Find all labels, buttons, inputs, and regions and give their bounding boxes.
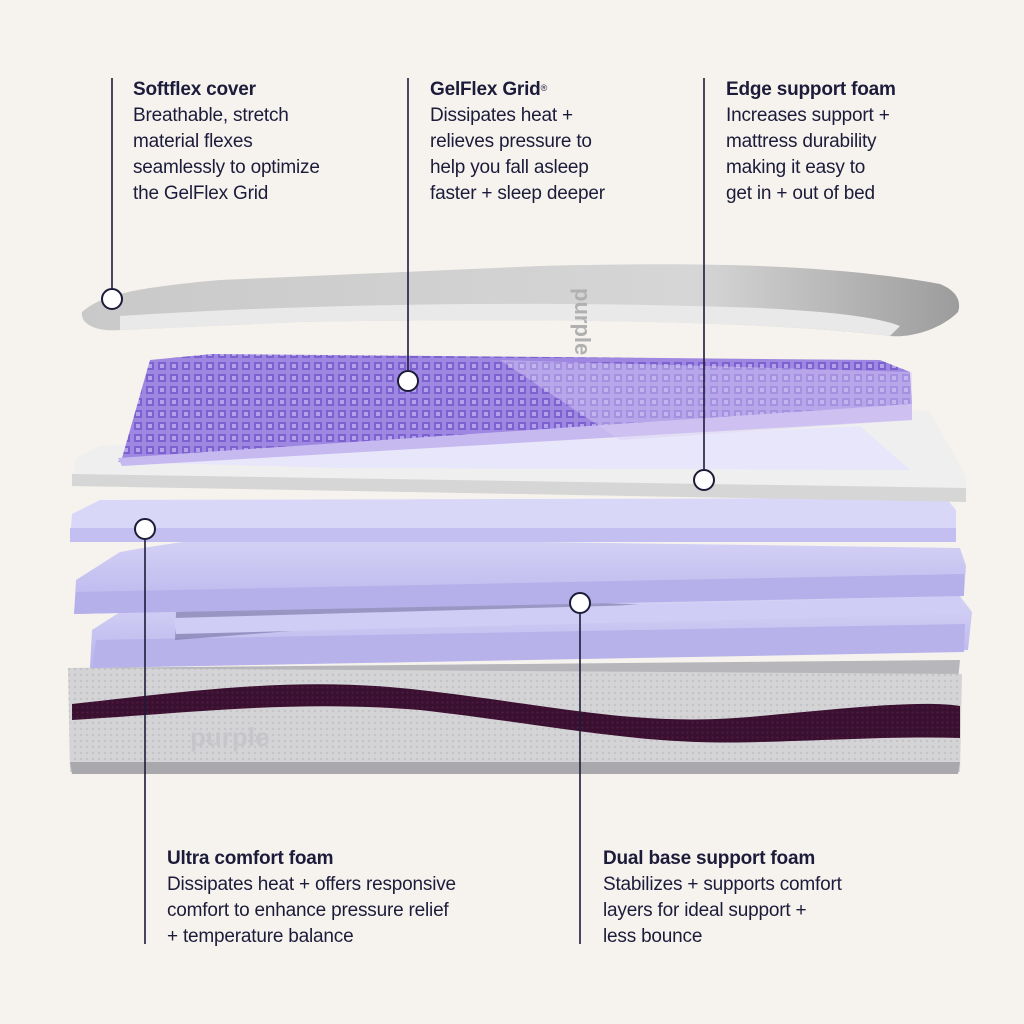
gelflex-desc: Dissipates heat + relieves pressure to h… [430,105,605,204]
edge-marker [693,469,715,491]
ultra-callout: Ultra comfort foam Dissipates heat + off… [167,846,547,950]
base-layer: purple [68,660,962,774]
dualbase-callout: Dual base support foam Stabilizes + supp… [603,846,973,950]
edge-title: Edge support foam [726,79,896,100]
ultra-marker [134,518,156,540]
dual-base-foam-layer [90,590,972,668]
edge-callout: Edge support foam Increases support + ma… [726,77,996,207]
softflex-cover-layer: purple [81,264,960,355]
registered-mark: ® [540,83,548,93]
gelflex-callout: GelFlex Grid® Dissipates heat + relieves… [430,77,690,207]
gelflex-grid-layer [118,354,912,466]
ultra-title: Ultra comfort foam [167,848,334,869]
dualbase-marker [569,592,591,614]
ultra-comfort-foam-layer [70,498,966,614]
base-logo: purple [190,722,269,752]
softflex-callout: Softflex cover Breathable, stretch mater… [133,77,393,207]
gelflex-marker [397,370,419,392]
softflex-desc: Breathable, stretch material flexes seam… [133,105,320,204]
dualbase-desc: Stabilizes + supports comfort layers for… [603,874,842,947]
softflex-marker [101,288,123,310]
cover-logo: purple [570,288,595,355]
edge-desc: Increases support + mattress durability … [726,105,890,204]
dualbase-title: Dual base support foam [603,848,816,869]
gelflex-title: GelFlex Grid® [430,79,548,100]
softflex-title: Softflex cover [133,79,256,100]
base-dark-foam [72,684,960,743]
base-bottom-edge [70,762,960,774]
ultra-desc: Dissipates heat + offers responsive comf… [167,874,456,947]
edge-support-frame [72,408,966,502]
